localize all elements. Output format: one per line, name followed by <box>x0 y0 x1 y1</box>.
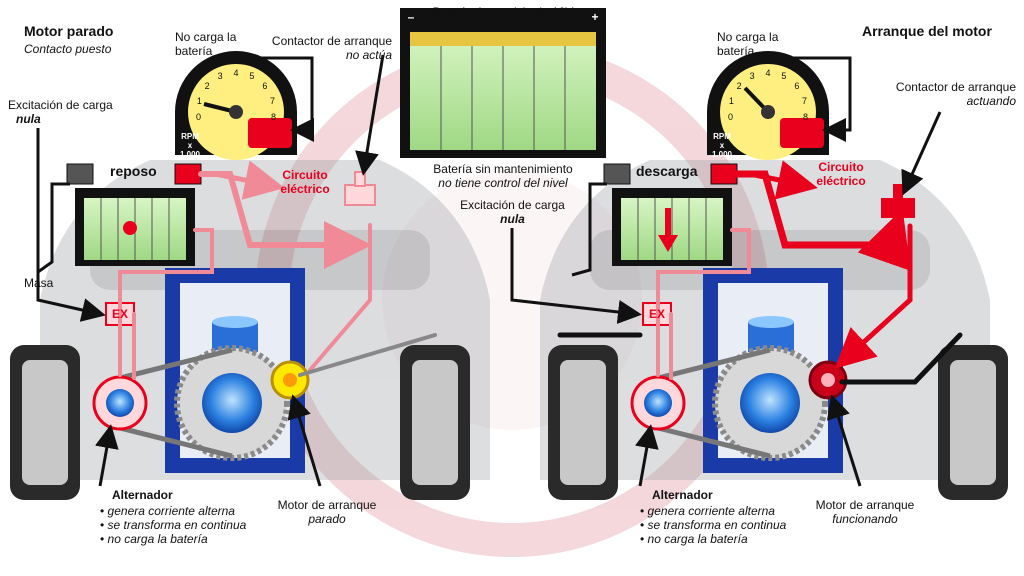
left-ex-label: EX <box>111 307 128 321</box>
right-alternador-list: genera corriente alterna se transforma e… <box>640 504 787 546</box>
flywheel-left <box>174 345 290 461</box>
wheel-front-right <box>400 345 470 500</box>
left-excitacion-state: nula <box>16 112 41 126</box>
terminal-minus-right <box>603 163 631 185</box>
left-contactor-state: no actúa <box>345 48 392 62</box>
wiring-left <box>118 160 437 380</box>
belt-right <box>657 347 771 459</box>
wheel-rear-left <box>548 345 618 500</box>
left-gauge-tick: 6 <box>262 81 268 92</box>
left-alternador-title: Alternador <box>112 488 173 502</box>
left-gauge-tick: 2 <box>204 81 210 92</box>
right-motor-label: Motor de arranque <box>815 498 915 512</box>
alternator-left <box>92 375 148 431</box>
center-battery-title: Batería de servicio de 12V <box>432 5 574 19</box>
right-alternador-item: se transforma en continua <box>640 518 787 532</box>
right-contactor-state: actuando <box>966 94 1016 108</box>
right-gauge-tick: 0 <box>727 111 733 122</box>
contactor-left-idle <box>344 171 376 206</box>
center-battery-minus: – <box>407 10 415 24</box>
left-rpm-label: RPM x 1.000 <box>179 132 201 159</box>
center-excitacion-label: Excitación de carga <box>460 198 565 212</box>
wheel-front-left <box>10 345 80 500</box>
right-gauge-tick: 4 <box>765 68 771 78</box>
right-gauge-tick: 6 <box>794 81 800 92</box>
left-motor-state: parado <box>308 512 346 526</box>
left-gauge-tick: 0 <box>195 111 201 122</box>
right-no-carga-label: No carga la batería <box>717 30 779 58</box>
belt-left <box>119 347 233 459</box>
terminal-minus-left <box>66 163 94 185</box>
left-gauge-tick: 5 <box>249 71 255 82</box>
right-alternador-title: Alternador <box>652 488 713 502</box>
left-excitacion-label: Excitación de carga <box>8 98 113 112</box>
center-battery-caption-2: no tiene control del nivel <box>438 176 568 190</box>
right-gauge-tick: 2 <box>736 81 742 92</box>
right-title: Arranque del motor <box>862 23 992 39</box>
wiring-right <box>557 160 963 385</box>
right-rpm-label: RPM x 1.000 <box>711 132 733 159</box>
rpm-gauge-right <box>707 51 829 160</box>
center-battery-plus: + <box>591 10 599 24</box>
left-title: Motor parado <box>24 23 114 39</box>
terminal-plus-left <box>174 163 202 185</box>
left-gauge-tick: 1 <box>196 95 202 106</box>
battery-right <box>612 188 732 266</box>
left-gauge-tick: 8 <box>271 111 277 122</box>
left-alternador-item: se transforma en continua <box>100 518 247 532</box>
terminal-plus-right <box>710 163 738 185</box>
left-circuito-label: Circuito eléctrico <box>280 168 330 196</box>
right-gauge-tick: 8 <box>803 111 809 122</box>
leader-lines <box>36 54 942 487</box>
left-motor-label: Motor de arranque <box>277 498 377 512</box>
right-alternador-item: no carga la batería <box>640 532 786 546</box>
left-subtitle: Contacto puesto <box>24 42 112 56</box>
rpm-gauge-left <box>175 51 297 160</box>
flywheel-right <box>712 345 828 461</box>
right-contactor-label: Contactor de arranque <box>895 80 1016 94</box>
center-excitacion-state: nula <box>500 212 525 226</box>
left-battery-state: reposo <box>110 163 157 179</box>
left-alternador-item: no carga la batería <box>100 532 246 546</box>
left-alternador-item: genera corriente alterna <box>100 504 246 518</box>
right-gauge-tick: 7 <box>802 95 808 106</box>
left-masa-label: Masa <box>24 276 54 290</box>
wheel-rear-right <box>938 345 1008 500</box>
left-contactor-label: Contactor de arranque <box>271 34 392 48</box>
right-gauge-tick: 3 <box>749 71 755 82</box>
alternator-right <box>630 375 686 431</box>
battery-center <box>400 8 606 158</box>
battery-left <box>75 188 195 266</box>
right-battery-state: descarga <box>636 163 698 179</box>
right-circuito-label: Circuito eléctrico <box>816 160 866 188</box>
center-battery-caption-1: Batería sin mantenimiento <box>433 162 573 176</box>
right-gauge-tick: 1 <box>728 95 734 106</box>
left-gauge-tick: 4 <box>233 68 239 78</box>
left-gauge-tick: 3 <box>217 71 223 82</box>
left-no-carga-label: No carga la batería <box>175 30 237 58</box>
left-alternador-list: genera corriente alterna se transforma e… <box>100 504 247 546</box>
right-ex-label: EX <box>648 307 665 321</box>
left-gauge-tick: 7 <box>270 95 276 106</box>
starter-motor-left-idle <box>270 360 310 400</box>
right-alternador-item: genera corriente alterna <box>640 504 786 518</box>
right-gauge-tick: 5 <box>781 71 787 82</box>
right-motor-state: funcionando <box>832 512 898 526</box>
